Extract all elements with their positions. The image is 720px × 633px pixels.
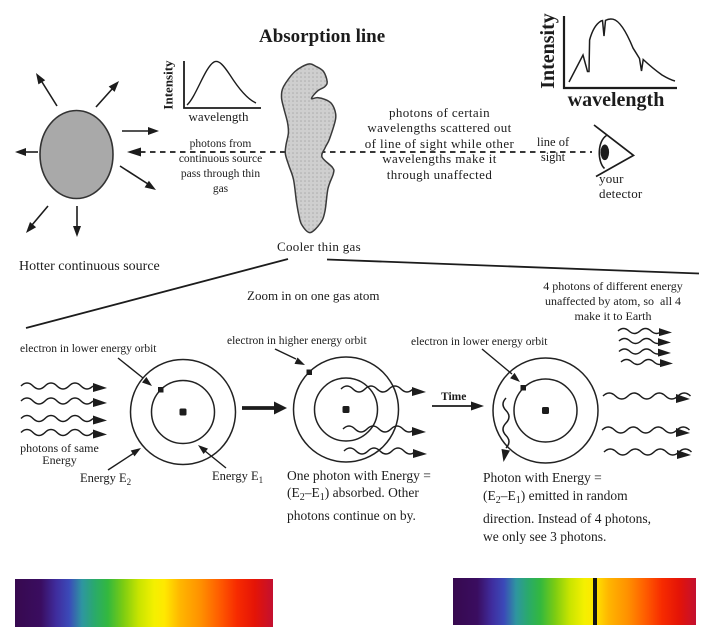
svg-text:Intensity: Intensity <box>537 13 559 89</box>
svg-text:Intensity: Intensity <box>161 60 176 110</box>
